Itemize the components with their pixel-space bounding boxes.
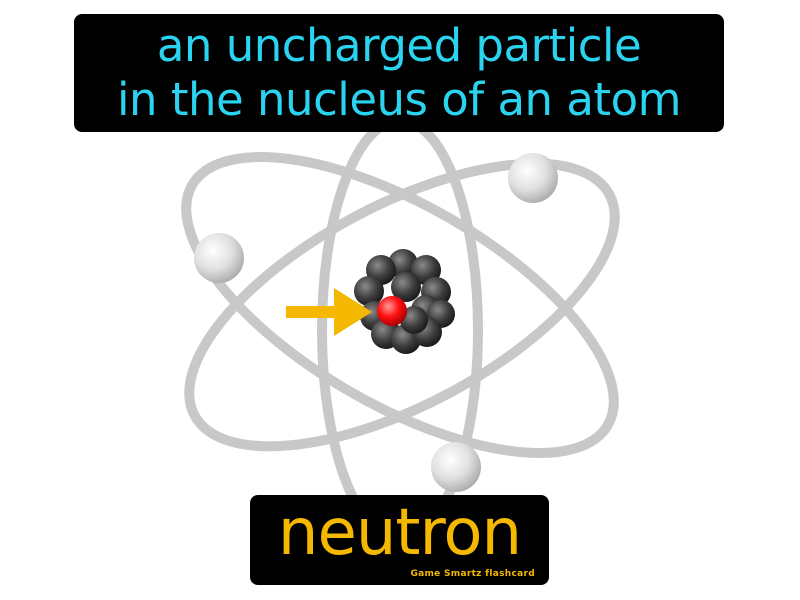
orbit-tilted-left (184, 158, 620, 452)
definition-line-1: an uncharged particle (156, 19, 642, 72)
nucleon (354, 276, 384, 306)
highlighted-neutron (377, 296, 407, 326)
term-title: neutron (277, 496, 522, 570)
electron (431, 442, 481, 492)
arrow-icon (286, 288, 372, 336)
nucleon (400, 306, 428, 334)
definition-box: an uncharged particle in the nucleus of … (74, 14, 724, 132)
nucleus (354, 249, 455, 354)
definition-line-2: in the nucleus of an atom (117, 73, 681, 126)
orbit-tilted-right (181, 152, 619, 458)
brand-label: Game Smartz flashcard (410, 569, 535, 579)
electron (508, 153, 558, 203)
nucleon (391, 272, 421, 302)
electron (194, 233, 244, 283)
term-box: neutron Game Smartz flashcard (250, 495, 549, 585)
